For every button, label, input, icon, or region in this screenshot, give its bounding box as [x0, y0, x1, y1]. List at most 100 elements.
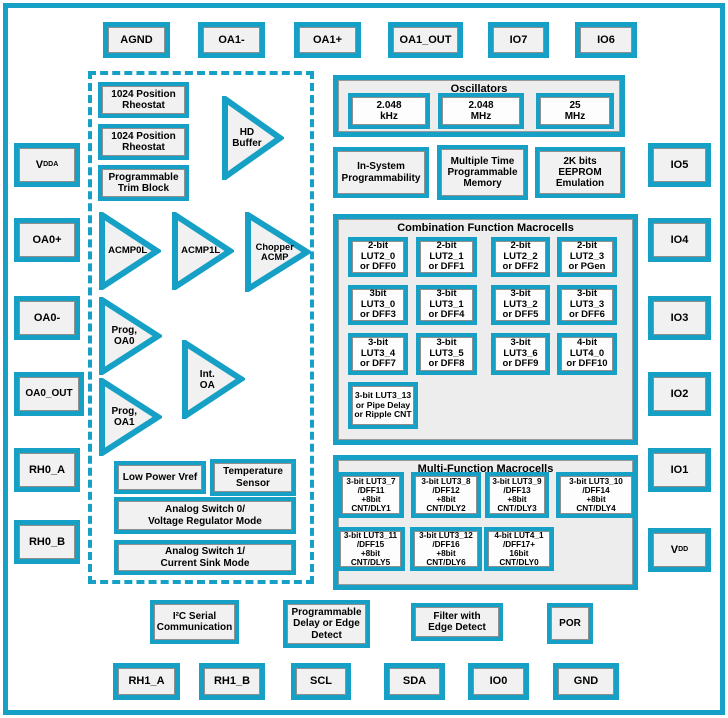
cell-label: 4-bit LUT4_0 or DFF10: [566, 337, 608, 370]
cell-label: 3-bit LUT3_2 or DFF5: [502, 288, 539, 321]
cell-label: 3-bit LUT3_10 /DFF14 +8bit CNT/DLY4: [569, 476, 623, 514]
pin-io1: IO1: [648, 448, 711, 492]
pin-label: V: [35, 158, 44, 171]
i2c-serial-communication-block: I²C Serial Communication: [150, 600, 239, 644]
pin-label: GND: [573, 675, 599, 688]
cell-label: 2-bit LUT2_2 or DFF2: [502, 240, 539, 273]
pin-oa0-plus: OA0+: [14, 218, 80, 262]
macrocell-lut3-12-cnt-dly6: 3-bit LUT3_12 /DFF16 +8bit CNT/DLY6: [410, 527, 482, 571]
pin-label: IO4: [670, 233, 689, 246]
analog-switch0-voltage-regulator-block: Analog Switch 0/ Voltage Regulator Mode: [114, 497, 296, 534]
amp-triangle-icon: [222, 96, 284, 180]
pin-label: RH1_B: [213, 675, 251, 688]
pin-label: OA0+: [32, 233, 62, 246]
cell-label: 2-bit LUT2_3 or PGen: [568, 240, 606, 273]
pin-label: OA0-: [33, 311, 61, 324]
oscillator-25mhz-block: 25 MHz: [536, 93, 614, 129]
macrocell-lut3-4: 3-bit LUT3_4 or DFF7: [348, 333, 408, 375]
pin-label: IO7: [509, 33, 528, 46]
macrocell-lut3-13-pipe-delay: 3-bit LUT3_13 or Pipe Delay or Ripple CN…: [348, 382, 418, 429]
cell-label: 2.048 kHz: [376, 100, 402, 122]
pin-label: RH0_B: [28, 535, 66, 548]
block-label: I²C Serial Communication: [156, 610, 233, 633]
pin-oa1-out: OA1_OUT: [388, 22, 463, 58]
block-label: POR: [559, 617, 581, 629]
low-power-vref-block: Low Power Vref: [114, 461, 206, 494]
tri-label: ACMP1L: [181, 244, 221, 256]
filter-edge-detect-block: Filter with Edge Detect: [411, 603, 503, 641]
pin-label-subscript: DDA: [43, 161, 59, 169]
pin-oa1-minus: OA1-: [198, 22, 265, 58]
tri-label: ACMP0L: [108, 244, 148, 256]
hd-buffer-amp-triangle: HD Buffer: [222, 96, 284, 180]
rheostat1-block: 1024 Position Rheostat: [98, 124, 189, 160]
amp-triangle-icon: [172, 212, 234, 290]
diagram-outer-border: [3, 3, 725, 715]
cell-label: 2-bit LUT2_0 or DFF0: [360, 240, 396, 273]
prog-oa0-opamp-triangle: Prog, OA0: [99, 297, 162, 375]
pin-label: IO5: [670, 158, 689, 171]
temperature-sensor-block: Temperature Sensor: [210, 459, 296, 496]
pin-scl: SCL: [291, 663, 351, 700]
block-label: In-System Programmability: [341, 161, 421, 184]
macrocell-lut3-2: 3-bit LUT3_2 or DFF5: [491, 285, 550, 325]
pin-io7: IO7: [488, 22, 549, 58]
macrocell-lut2-3: 2-bit LUT2_3 or PGen: [557, 237, 617, 277]
pin-label: OA1+: [312, 33, 343, 46]
amp-triangle-icon: [245, 212, 311, 292]
pin-rh1-a: RH1_A: [113, 663, 180, 700]
pin-label: SCL: [310, 675, 332, 688]
cell-label: 3-bit LUT3_4 or DFF7: [360, 337, 396, 370]
cell-label: 3-bit LUT3_12 /DFF16 +8bit CNT/DLY6: [419, 530, 473, 568]
pin-io6: IO6: [575, 22, 637, 58]
amp-triangle-icon: [99, 212, 161, 290]
oscillators-group-title: Oscillators: [450, 83, 508, 95]
programmable-delay-edge-detect-block: Programmable Delay or Edge Detect: [283, 600, 370, 648]
pin-label: AGND: [120, 33, 153, 46]
pin-label: IO1: [670, 463, 689, 476]
programmable-trim-block: Programmable Trim Block: [98, 165, 189, 201]
pin-oa0-minus: OA0-: [14, 296, 80, 340]
pin-io3: IO3: [648, 296, 711, 340]
pin-label: IO0: [489, 675, 508, 688]
block-label: Low Power Vref: [122, 471, 198, 483]
pin-label: V: [670, 543, 679, 556]
tri-label: Chopper ACMP: [255, 241, 294, 262]
cell-label: 3-bit LUT3_3 or DFF6: [569, 288, 605, 321]
cell-label: 3-bit LUT3_5 or DFF8: [428, 337, 465, 370]
block-label: 1024 Position Rheostat: [111, 88, 176, 111]
macrocell-lut2-1: 2-bit LUT2_1 or DFF1: [416, 237, 477, 277]
analog-section-boundary: [88, 71, 314, 584]
cell-label: 2-bit LUT2_1 or DFF1: [428, 240, 465, 273]
pin-io5: IO5: [648, 143, 711, 187]
tri-label: Int. OA: [199, 368, 215, 391]
chopper-acmp-comparator-triangle: Chopper ACMP: [245, 212, 311, 292]
pin-sda: SDA: [384, 663, 445, 700]
pin-label: RH0_A: [28, 463, 66, 476]
cell-label: 3-bit LUT3_7 /DFF11 +8bit CNT/DLY1: [346, 476, 396, 514]
block-label: Filter with Edge Detect: [428, 610, 486, 633]
pin-io0: IO0: [468, 663, 529, 700]
macrocell-lut2-0: 2-bit LUT2_0 or DFF0: [348, 237, 408, 277]
in-system-programmability-block: In-System Programmability: [333, 147, 429, 198]
macrocell-lut3-6: 3-bit LUT3_6 or DFF9: [491, 333, 550, 375]
tri-label: Prog, OA1: [111, 406, 138, 428]
macrocell-lut3-3: 3-bit LUT3_3 or DFF6: [557, 285, 617, 325]
block-label: Programmable Delay or Edge Detect: [291, 607, 362, 641]
pin-rh0-b: RH0_B: [14, 520, 80, 564]
pin-label: OA0_OUT: [25, 388, 73, 400]
macrocell-lut3-10-cnt-dly4: 3-bit LUT3_10 /DFF14 +8bit CNT/DLY4: [556, 472, 636, 518]
pin-oa0-out: OA0_OUT: [14, 372, 84, 416]
pin-label: RH1_A: [128, 675, 165, 688]
macrocell-lut3-8-cnt-dly2: 3-bit LUT3_8 /DFF12 +8bit CNT/DLY2: [411, 472, 481, 518]
pin-label-subscript: DD: [678, 546, 689, 554]
block-label: Multiple Time Programmable Memory: [447, 155, 518, 190]
macrocell-lut2-2: 2-bit LUT2_2 or DFF2: [491, 237, 550, 277]
por-block: POR: [547, 603, 593, 644]
cell-label: 4-bit LUT4_1 /DFF17+ 16bit CNT/DLY0: [494, 530, 544, 568]
pin-rh1-b: RH1_B: [199, 663, 265, 700]
cell-label: 2.048 MHz: [468, 100, 494, 122]
block-label: Temperature Sensor: [223, 466, 283, 489]
